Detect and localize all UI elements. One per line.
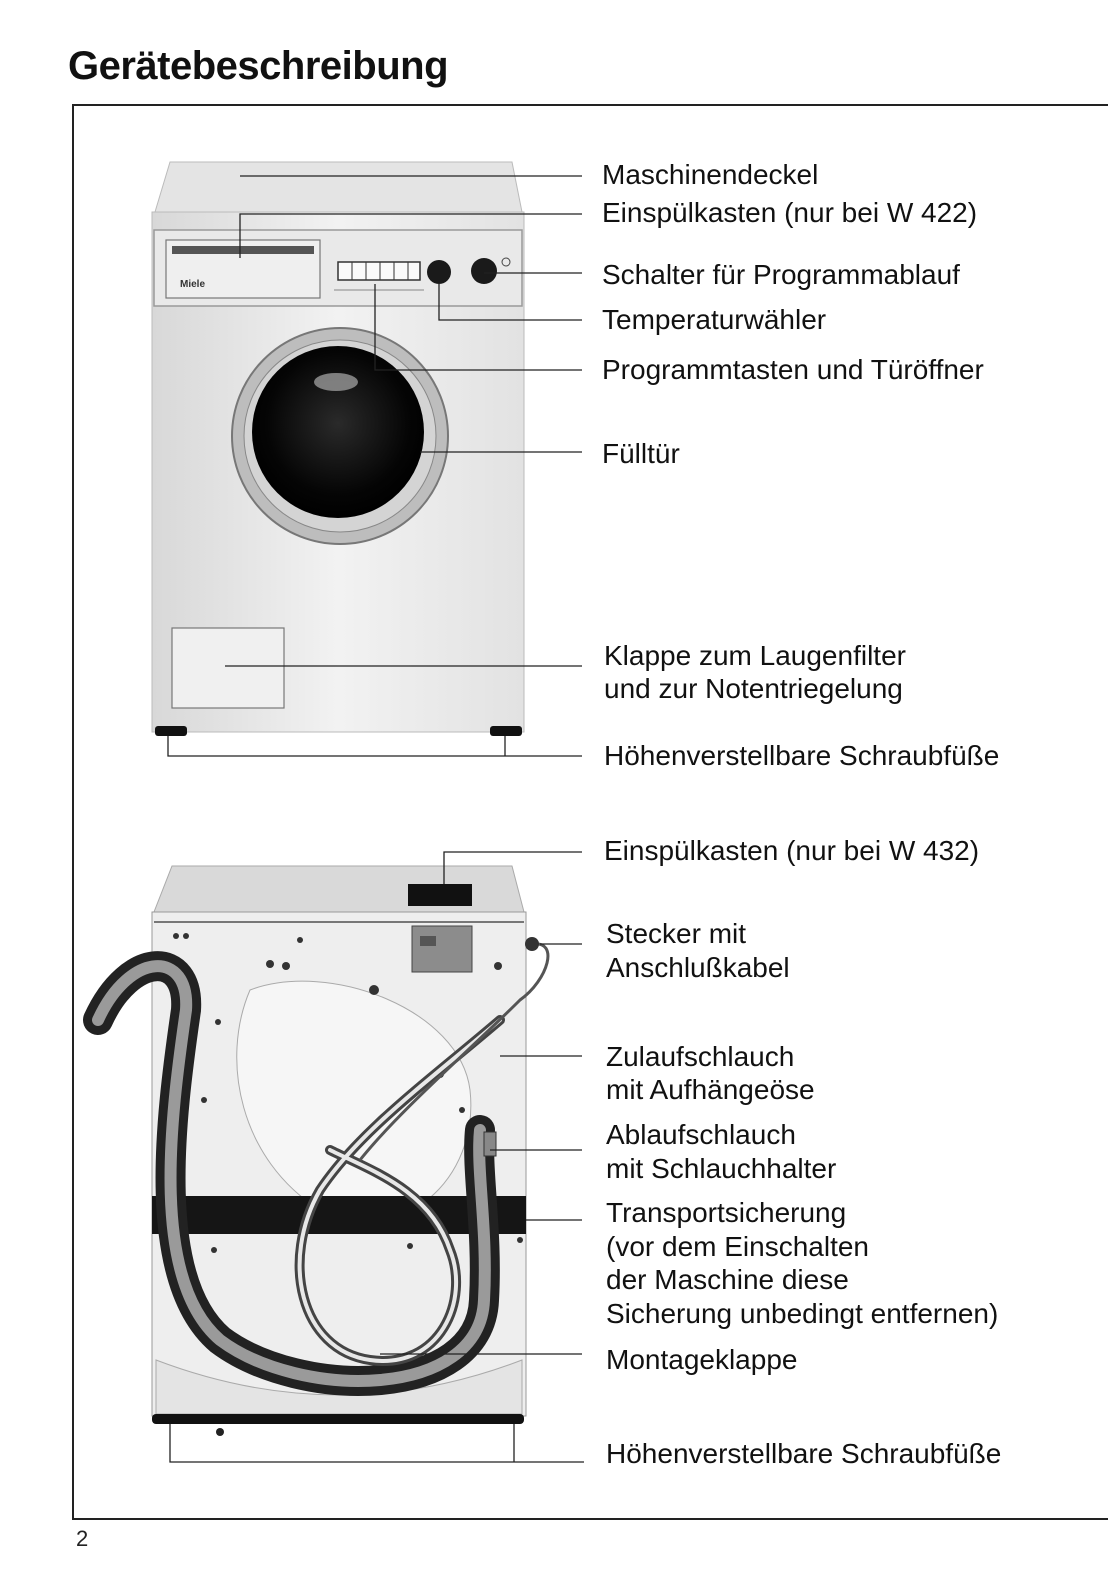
label-schraubfuesse-rear: Höhenverstellbare Schraubfüße	[606, 1438, 1002, 1469]
frame-bottom-rule	[72, 1518, 1108, 1520]
label-transport-line1: Transportsicherung	[606, 1197, 847, 1228]
label-ablauf-line1: Ablaufschlauch	[606, 1119, 796, 1150]
label-programmtasten: Programmtasten und Türöffner	[602, 354, 984, 385]
front-leader-lines	[167, 175, 582, 757]
label-fuelltuer: Fülltür	[602, 438, 680, 469]
label-montageklappe: Montageklappe	[606, 1344, 798, 1375]
door-glass	[252, 346, 424, 518]
label-maschinendeckel: Maschinendeckel	[602, 159, 819, 190]
label-temperaturwaehler: Temperaturwähler	[602, 304, 827, 335]
label-transport-line3: der Maschine diese	[606, 1264, 849, 1295]
front-foot-right	[490, 726, 522, 736]
brand-logo: Miele	[180, 279, 205, 290]
front-foot-left	[155, 726, 187, 736]
temperature-knob	[427, 260, 451, 284]
detergent-drawer-top	[408, 884, 472, 906]
power-cable	[358, 942, 550, 1161]
label-stecker-line1: Stecker mit	[606, 918, 747, 949]
drawer-handle	[172, 246, 314, 254]
front-washing-machine: Miele	[151, 161, 525, 736]
frame-top-rule	[72, 104, 1108, 106]
label-zulauf-line2: mit Aufhängeöse	[606, 1074, 815, 1105]
label-schalter-programmablauf: Schalter für Programmablauf	[602, 259, 960, 290]
rear-leader-lines	[169, 851, 584, 1463]
label-transport-line2: (vor dem Einschalten	[606, 1231, 870, 1262]
label-einspuelkasten-w432: Einspülkasten (nur bei W 432)	[604, 835, 980, 866]
label-transport-line4: Sicherung unbedingt entfernen)	[606, 1298, 999, 1329]
transport-lock-bar	[152, 1196, 526, 1234]
filter-flap	[171, 627, 285, 709]
page-title: Gerätebeschreibung	[68, 44, 449, 88]
machine-lid	[154, 161, 523, 213]
label-zulauf-line1: Zulaufschlauch	[606, 1041, 795, 1072]
rear-washing-machine	[83, 865, 550, 1436]
label-einspuelkasten-w422: Einspülkasten (nur bei W 422)	[602, 197, 978, 228]
page-number: 2	[76, 1526, 89, 1551]
program-knob	[471, 258, 497, 284]
label-stecker-line2: Anschlußkabel	[606, 952, 790, 983]
label-ablauf-line2: mit Schlauchhalter	[606, 1153, 837, 1184]
label-klappe-line2: und zur Notentriegelung	[604, 673, 903, 704]
rear-feet-bar	[152, 1414, 524, 1424]
plug-box	[411, 925, 473, 973]
frame-left-rule	[72, 104, 74, 1520]
label-schraubfuesse-front: Höhenverstellbare Schraubfüße	[604, 740, 1000, 771]
label-klappe-line1: Klappe zum Laugenfilter	[604, 640, 906, 671]
program-buttons	[337, 261, 421, 281]
